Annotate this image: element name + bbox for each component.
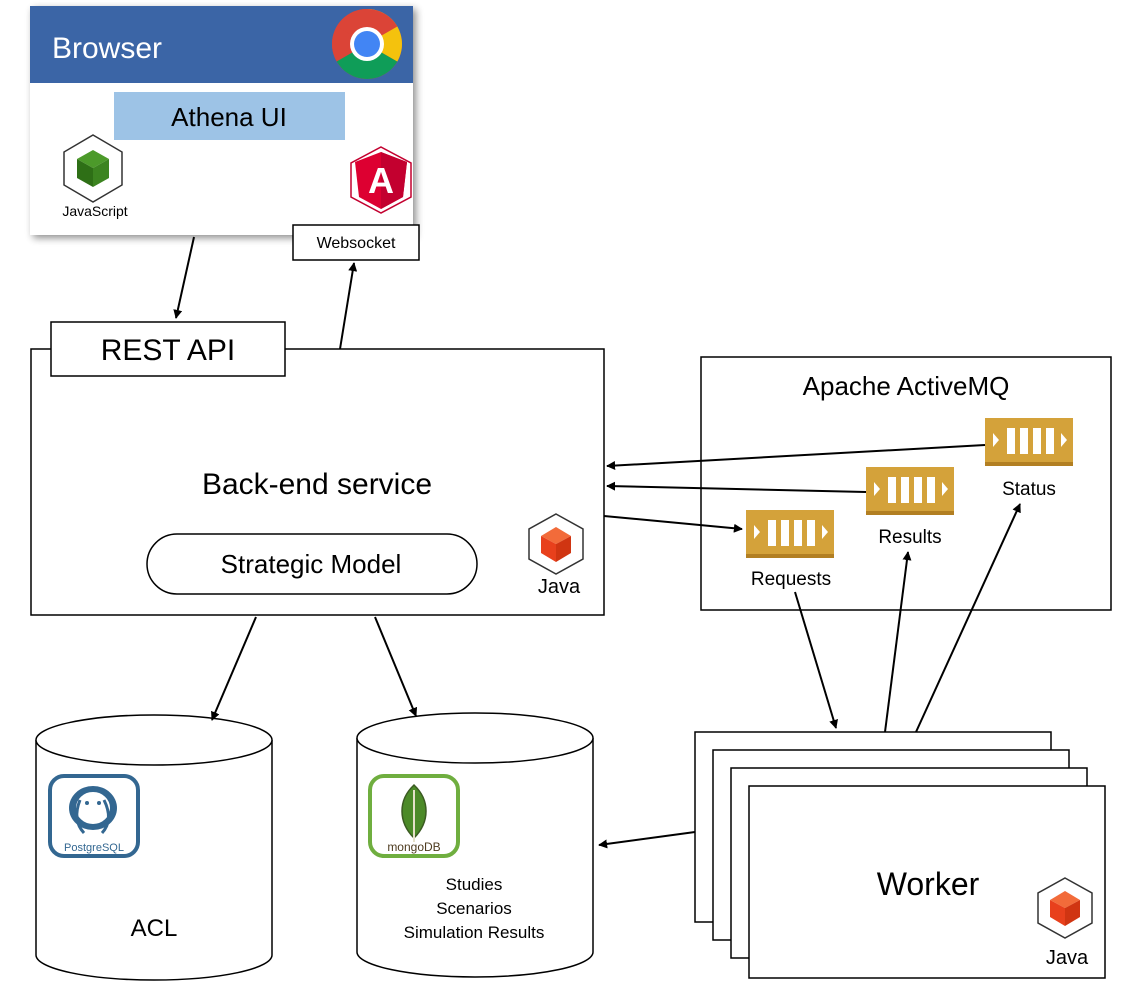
connector-arrows (173, 236, 1021, 849)
mongo-line-simulation-results: Simulation Results (404, 923, 545, 942)
status-queue-icon (985, 418, 1073, 466)
browser-title: Browser (52, 32, 162, 65)
arrow-backend-to-requests (603, 515, 743, 533)
java-cube-icon (528, 513, 584, 575)
requests-queue-label: Requests (751, 569, 831, 590)
arrow-backend-to-postgres (211, 616, 257, 721)
backend-service-title: Back-end service (202, 468, 432, 501)
results-queue-label: Results (878, 527, 941, 548)
arrow-worker-to-mongo (598, 831, 696, 849)
arrow-requests-to-worker (794, 591, 838, 729)
mongodb-logo-text: mongoDB (387, 840, 440, 854)
arrow-results-to-backend (606, 481, 867, 493)
activemq-title: Apache ActiveMQ (803, 371, 1010, 401)
websocket-box (292, 224, 420, 261)
worker-box (748, 785, 1106, 979)
worker-java-cube-icon (1037, 877, 1093, 939)
arrow-worker-to-status (915, 503, 1021, 733)
angular-logo-icon: A (350, 146, 412, 214)
arrow-worker-to-results (884, 551, 912, 733)
athena-ui-box (114, 92, 345, 140)
athena-ui-label: Athena UI (171, 102, 287, 132)
backend-java-label: Java (538, 576, 581, 598)
rest-api-label: REST API (101, 334, 236, 367)
postgresql-logo-text: PostgreSQL (64, 842, 124, 854)
websocket-label: Websocket (317, 235, 396, 252)
mongo-line-scenarios: Scenarios (436, 899, 512, 918)
svg-text:A: A (368, 160, 394, 201)
rest-api-box (50, 321, 286, 377)
mongo-line-studies: Studies (446, 875, 503, 894)
arrow-status-to-backend (606, 444, 986, 471)
worker-label: Worker (877, 866, 980, 902)
worker-java-label: Java (1046, 947, 1089, 969)
status-queue-label: Status (1002, 479, 1056, 500)
worker-stack (694, 731, 1106, 979)
javascript-cube-icon (63, 134, 123, 203)
arrow-browser-to-rest-api (173, 236, 195, 319)
strategic-model-pill (146, 533, 478, 595)
strategic-model-label: Strategic Model (221, 549, 402, 579)
acl-label: ACL (131, 915, 178, 942)
mongodb-leaf-icon (368, 774, 460, 858)
results-queue-icon (866, 467, 954, 515)
chrome-logo-icon (332, 9, 402, 79)
javascript-label: JavaScript (62, 203, 127, 219)
arrow-backend-to-websocket (339, 262, 358, 350)
postgresql-elephant-icon (48, 774, 140, 858)
arrow-backend-to-mongo (374, 616, 418, 717)
requests-queue-icon (746, 510, 834, 558)
